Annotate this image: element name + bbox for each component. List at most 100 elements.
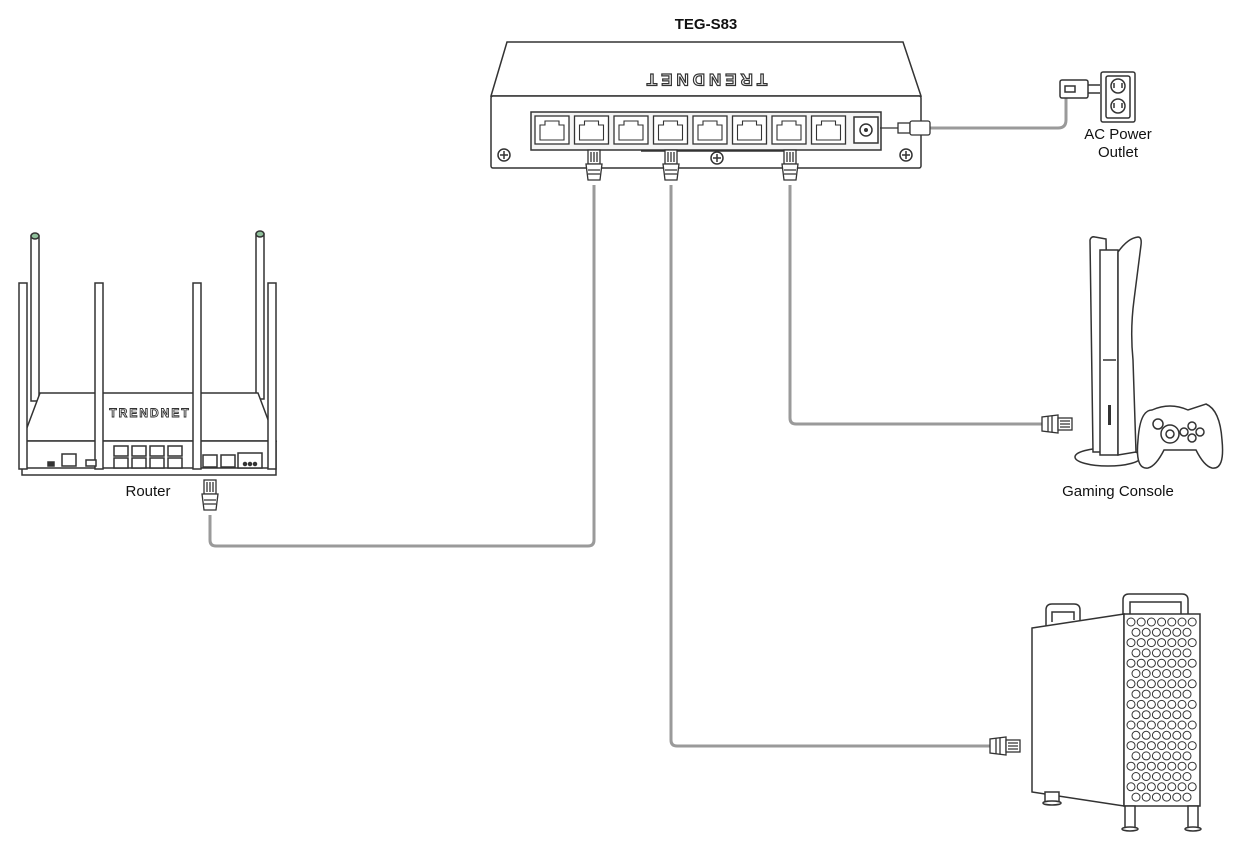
grille-hole (1157, 761, 1167, 771)
grille-hole (1167, 761, 1177, 771)
cable-console (788, 185, 1042, 426)
grille-hole (1157, 679, 1167, 689)
power-outlet-label-line2: Outlet (1097, 144, 1139, 161)
grille-hole (1182, 627, 1192, 637)
grille-hole (1136, 761, 1146, 771)
grille-hole (1151, 710, 1161, 720)
grille-hole (1162, 730, 1172, 740)
grille-hole (1172, 792, 1182, 802)
grille-hole (1136, 679, 1146, 689)
grille-hole (1162, 627, 1172, 637)
grille-hole (1131, 730, 1141, 740)
grille-hole (1157, 782, 1167, 792)
grille-hole (1151, 689, 1161, 699)
router-label: Router (125, 483, 171, 500)
grille-hole (1151, 730, 1161, 740)
antenna (18, 282, 28, 470)
grille-hole (1151, 669, 1161, 678)
outlet-icon (1100, 71, 1136, 123)
grille-hole (1167, 782, 1177, 792)
console-shell-front (1117, 236, 1142, 456)
router-device (18, 230, 278, 476)
grille-hole (1172, 772, 1182, 781)
grille-hole (1187, 761, 1197, 771)
grille-hole (1131, 627, 1141, 637)
antenna (94, 282, 104, 470)
switch-brand-mark: TRENDNET (643, 70, 768, 89)
grille-hole (1126, 761, 1136, 771)
grille-hole (1172, 730, 1182, 740)
grille-hole (1151, 627, 1161, 637)
antenna (255, 233, 265, 400)
grille-hole (1136, 741, 1146, 751)
grille-hole (1167, 679, 1177, 689)
grille-hole (1187, 741, 1197, 751)
grille-hole (1151, 792, 1161, 802)
grille-hole (1177, 658, 1187, 668)
grille-hole (1167, 617, 1177, 627)
grille-hole (1157, 617, 1167, 627)
grille-hole (1187, 638, 1197, 648)
grille-hole (1126, 741, 1136, 751)
grille-hole (1162, 792, 1172, 802)
grille-hole (1162, 751, 1172, 761)
grille-hole (1126, 638, 1136, 648)
gaming-console-label: Gaming Console (1062, 483, 1174, 500)
grille-hole (1141, 669, 1151, 678)
grille-hole (1177, 761, 1187, 771)
grille-hole (1157, 699, 1167, 709)
grille-hole (1126, 679, 1136, 689)
grille-hole (1126, 699, 1136, 709)
ethernet-port (692, 115, 728, 145)
grille-hole (1177, 638, 1187, 648)
grille-hole (1151, 648, 1161, 658)
grille-hole (1136, 638, 1146, 648)
grille-hole (1187, 699, 1197, 709)
grille-hole (1172, 627, 1182, 637)
grille-hole (1162, 669, 1172, 678)
ethernet-port (573, 115, 610, 145)
grille-hole (1167, 741, 1177, 751)
rj45-plug-icon (989, 736, 1021, 756)
grille-hole (1172, 648, 1182, 658)
tower-grille (1126, 617, 1197, 802)
screw-icon (710, 151, 724, 165)
grille-hole (1182, 669, 1192, 678)
grille-hole (1126, 720, 1136, 730)
grille-hole (1141, 689, 1151, 699)
rj45-plug-icon (781, 149, 799, 181)
rj45-plug-icon (662, 149, 680, 181)
grille-hole (1157, 638, 1167, 648)
screw-icon (899, 148, 913, 162)
grille-hole (1141, 648, 1151, 658)
ethernet-port (771, 115, 807, 145)
screw-icon (497, 148, 511, 162)
grille-hole (1146, 638, 1156, 648)
grille-hole (1146, 658, 1156, 668)
grille-hole (1131, 751, 1141, 761)
grille-hole (1187, 720, 1197, 730)
grille-hole (1136, 720, 1146, 730)
grille-hole (1162, 772, 1172, 781)
grille-hole (1182, 772, 1192, 781)
rj45-plug-icon (585, 149, 603, 181)
grille-hole (1162, 648, 1172, 658)
grille-hole (1141, 627, 1151, 637)
grille-hole (1172, 751, 1182, 761)
grille-hole (1157, 658, 1167, 668)
grille-hole (1131, 669, 1141, 678)
grille-hole (1146, 699, 1156, 709)
ethernet-port (731, 115, 768, 145)
grille-hole (1146, 720, 1156, 730)
grille-hole (1131, 689, 1141, 699)
grille-hole (1141, 772, 1151, 781)
dc-plug-icon (880, 120, 931, 136)
grille-hole (1172, 710, 1182, 720)
grille-hole (1131, 710, 1141, 720)
grille-hole (1131, 648, 1141, 658)
grille-hole (1136, 699, 1146, 709)
antenna (30, 235, 40, 402)
grille-hole (1172, 669, 1182, 678)
ethernet-port (613, 115, 649, 145)
grille-hole (1167, 638, 1177, 648)
